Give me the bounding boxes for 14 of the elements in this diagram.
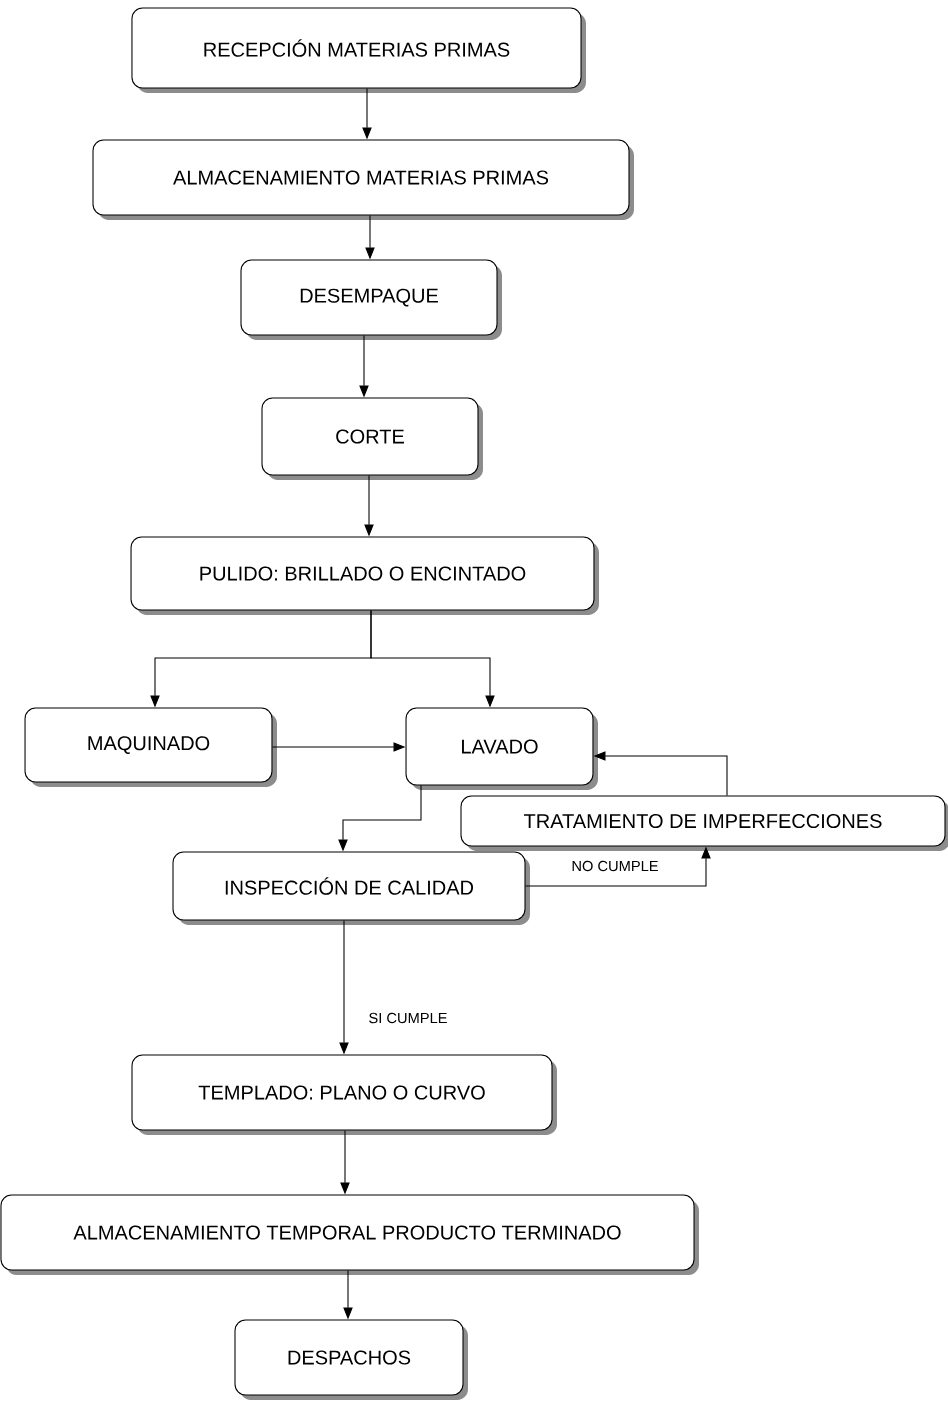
process-box: ALMACENAMIENTO MATERIAS PRIMAS xyxy=(92,139,634,220)
process-box: ALMACENAMIENTO TEMPORAL PRODUCTO TERMINADO xyxy=(0,1194,699,1275)
process-box: PULIDO: BRILLADO O ENCINTADO xyxy=(130,536,599,615)
edge-label: NO CUMPLE xyxy=(570,859,660,873)
process-box: CORTE xyxy=(261,397,483,480)
process-box: DESEMPAQUE xyxy=(240,259,502,340)
process-box: TRATAMIENTO DE IMPERFECCIONES xyxy=(460,795,948,851)
process-box: TEMPLADO: PLANO O CURVO xyxy=(131,1054,557,1135)
process-box: LAVADO xyxy=(405,707,598,790)
edge-label: SI CUMPLE xyxy=(367,1011,449,1025)
process-box: MAQUINADO xyxy=(24,707,277,787)
process-box: DESPACHOS xyxy=(234,1319,468,1400)
process-box: INSPECCIÓN DE CALIDAD xyxy=(172,851,530,925)
process-box: RECEPCIÓN MATERIAS PRIMAS xyxy=(131,7,586,93)
